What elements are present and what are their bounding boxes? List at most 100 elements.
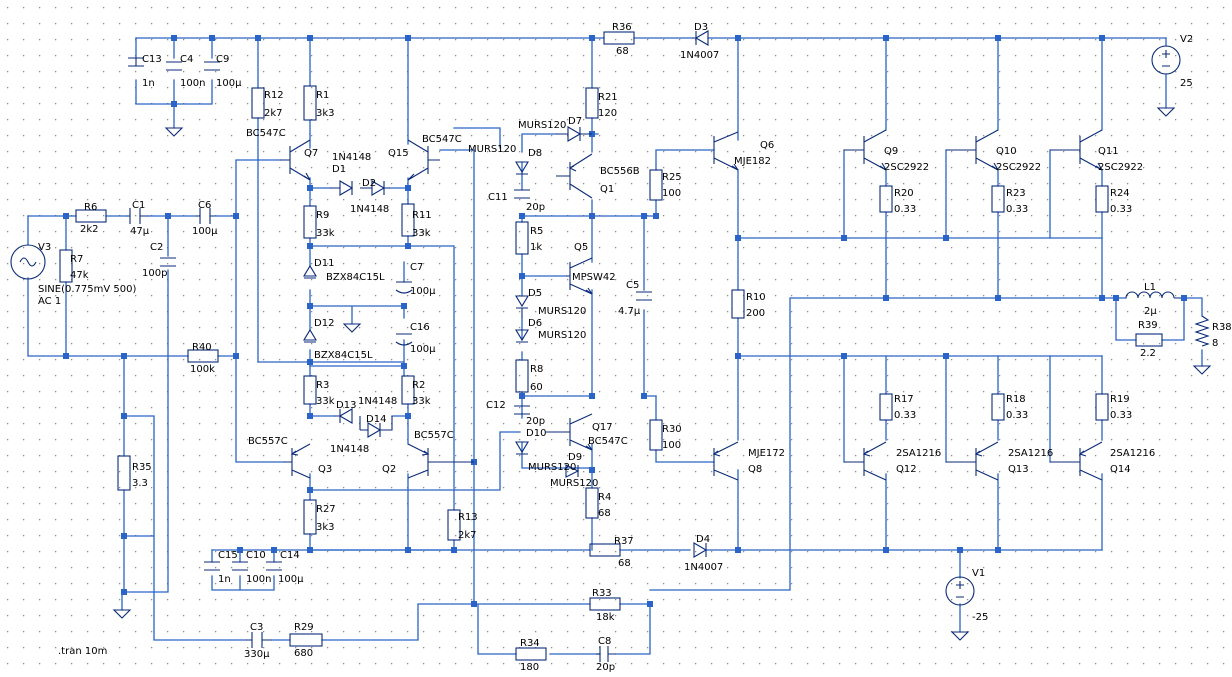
R10-name: R10 — [746, 292, 766, 303]
C10-symbol — [232, 561, 248, 571]
wire-junction — [171, 101, 177, 107]
C2-symbol — [160, 257, 176, 267]
C9-value: 100µ — [216, 78, 242, 89]
R19-value: 0.33 — [1110, 410, 1132, 421]
D5-model: MURS120 — [538, 306, 586, 317]
C2-name: C2 — [150, 242, 163, 253]
R10-value: 200 — [746, 308, 765, 319]
C3-name: C3 — [250, 622, 263, 633]
R21-symbol — [585, 87, 599, 119]
R29-symbol — [289, 633, 323, 647]
D14-symbol — [359, 416, 393, 438]
wire-junction — [1099, 295, 1105, 301]
C9-name: C9 — [216, 54, 229, 65]
wire-junction — [647, 601, 653, 607]
R30-value: 100 — [662, 440, 681, 451]
R37-name: R37 — [614, 536, 634, 547]
Q5-symbol — [566, 257, 593, 295]
R24-symbol — [1095, 185, 1109, 213]
wire-junction — [63, 213, 69, 219]
wire-junction — [641, 393, 647, 399]
R36-symbol — [603, 31, 635, 45]
C7-symbol — [395, 281, 413, 294]
C11-symbol — [514, 189, 530, 199]
D9-symbol — [565, 464, 580, 478]
wire-junction — [519, 213, 525, 219]
C12-name: C12 — [486, 400, 506, 411]
R33-name: R33 — [592, 588, 612, 599]
C4-name: C4 — [180, 54, 193, 65]
ground-symbol — [112, 609, 132, 619]
wire-junction — [307, 359, 313, 365]
R5-symbol — [515, 221, 529, 255]
Q5-name: Q5 — [574, 242, 588, 253]
wire-junction — [471, 601, 477, 607]
Q8-model: MJE172 — [748, 448, 785, 459]
C5-symbol — [636, 291, 652, 301]
wire-junction — [307, 487, 313, 493]
wire-junction — [237, 547, 243, 553]
junctions — [63, 35, 1187, 607]
D12-model: BZX84C15L — [314, 350, 373, 361]
D10-model: MURS120 — [528, 462, 576, 473]
C16-name: C16 — [410, 322, 430, 333]
wire-junction — [121, 533, 127, 539]
C9-symbol — [204, 61, 220, 71]
R3-value: 33k — [316, 396, 335, 407]
R11-name: R11 — [412, 210, 432, 221]
C1-name: C1 — [132, 200, 145, 211]
wires — [27, 37, 1203, 655]
R25-value: 100 — [662, 188, 681, 199]
Q12-model: 2SA1216 — [896, 448, 941, 459]
R11-value: 33k — [412, 228, 431, 239]
D3-name: D3 — [694, 22, 708, 33]
R36-value: 68 — [616, 46, 629, 57]
Q12-symbol — [844, 441, 887, 481]
Q1-model: BC556B — [600, 166, 640, 177]
D7-symbol — [556, 126, 592, 142]
Q5-model: MPSW42 — [572, 272, 616, 283]
R3-symbol — [303, 375, 317, 405]
ground-symbol — [1192, 365, 1212, 375]
wire-junction — [401, 363, 407, 369]
Q15-model: BC547C — [422, 134, 462, 145]
R27-name: R27 — [316, 504, 336, 515]
Q9-name: Q9 — [884, 146, 898, 157]
Q3-name: Q3 — [318, 464, 332, 475]
wire-junction — [121, 413, 127, 419]
R20-name: R20 — [894, 188, 914, 199]
Q1-symbol — [556, 153, 593, 199]
Q7-symbol — [280, 139, 311, 181]
C4-symbol — [166, 61, 182, 71]
wire-junction — [405, 35, 411, 41]
Q2-model: BC557C — [414, 430, 454, 441]
R1-name: R1 — [316, 90, 329, 101]
C12-symbol — [514, 405, 530, 415]
R29-value: 680 — [294, 648, 313, 659]
R21-value: 120 — [598, 108, 617, 119]
Q6-symbol — [713, 131, 739, 171]
D4-name: D4 — [696, 534, 710, 545]
D1-model: 1N4148 — [332, 152, 371, 163]
Q3-symbol — [284, 443, 311, 479]
V3-spec: SINE(0.775mV 500) — [38, 284, 136, 295]
wire-junction — [405, 243, 411, 249]
C8-value: 20p — [596, 662, 615, 673]
R9-symbol — [303, 205, 317, 239]
wire-junction — [1113, 295, 1119, 301]
Q15-name: Q15 — [388, 148, 409, 159]
C4-value: 100n — [180, 78, 205, 89]
R27-value: 3k3 — [316, 522, 335, 533]
D6-model: MURS120 — [538, 330, 586, 341]
R1-value: 3k3 — [316, 108, 335, 119]
D3-model: 1N4007 — [680, 50, 719, 61]
V2-symbol — [1151, 45, 1181, 75]
R12-value: 2k7 — [264, 108, 283, 119]
Q10-symbol — [946, 129, 999, 171]
D12-name: D12 — [314, 318, 334, 329]
D7-name: D7 — [568, 116, 582, 127]
R38-value: 8 — [1212, 338, 1218, 349]
Q13-name: Q13 — [1008, 464, 1029, 475]
D4-model: 1N4007 — [684, 562, 723, 573]
